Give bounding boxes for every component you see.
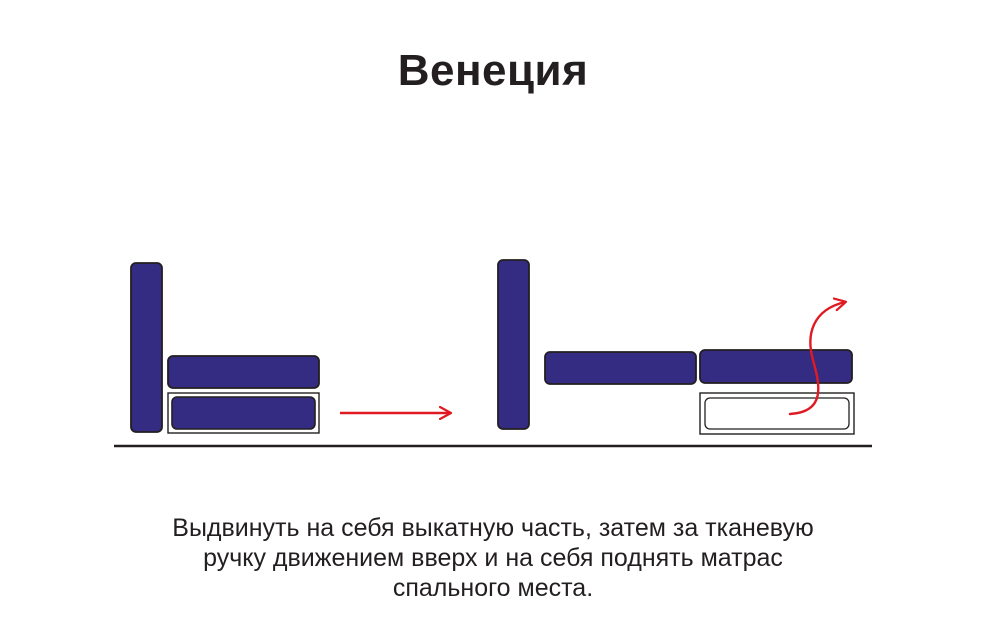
- caption-line-3: спального места.: [392, 574, 594, 602]
- unfolded-sofa: [497, 259, 855, 435]
- drawer-mattress-cushion: [171, 396, 316, 430]
- caption-line-2: ручку движением вверх и на себя поднять …: [203, 544, 783, 572]
- backrest-cushion: [497, 259, 530, 430]
- folded-sofa: [130, 262, 320, 434]
- instruction-caption: Выдвинуть на себя выкатную часть, затем …: [100, 513, 886, 603]
- seat-cushion: [167, 355, 320, 389]
- diagram-title: Венеция: [397, 46, 589, 95]
- backrest-cushion: [130, 262, 163, 433]
- mattress-cushion: [699, 349, 853, 384]
- caption-line-1: Выдвинуть на себя выкатную часть, затем …: [172, 514, 814, 542]
- lift-mattress-arrow: [788, 302, 845, 416]
- empty-drawer-compartment: [704, 397, 850, 430]
- seat-cushion: [544, 351, 697, 385]
